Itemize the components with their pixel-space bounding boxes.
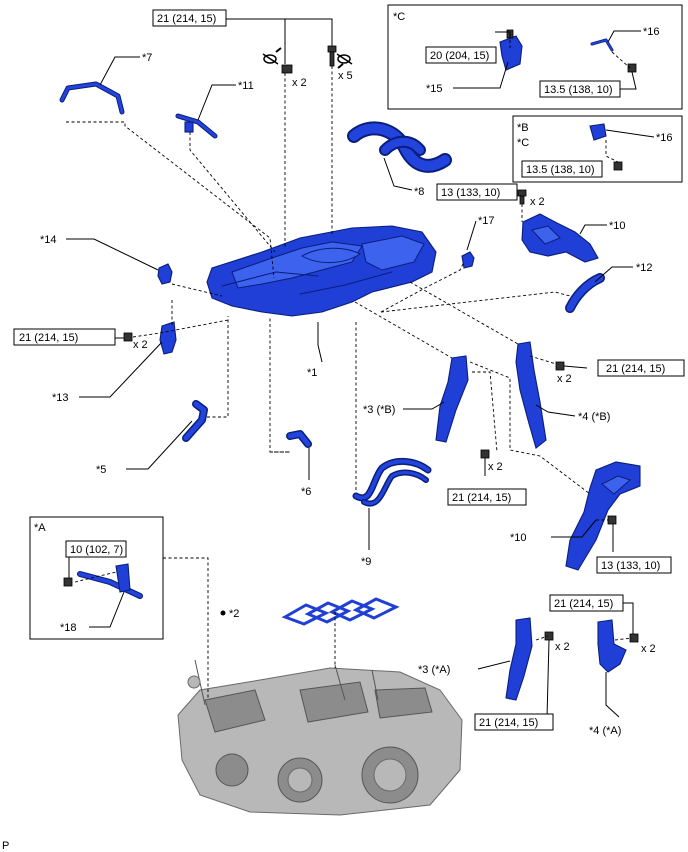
one-time-use-dot [220,610,226,616]
bracket-part-4a [597,619,627,673]
callout-3b: *3 (*B) [363,404,395,416]
inset-a-frame [29,516,164,640]
bolt-icon [607,515,617,525]
inset-b-label: *B [517,122,529,134]
torque-spec-10-upper: 13 (133, 10) [441,187,500,199]
quantity-3a: x 2 [555,641,570,653]
bolt-icon [327,45,337,67]
part-10-upper [521,213,599,263]
bolt-icon [613,161,623,171]
callout-1: *1 [307,367,317,379]
callout-10-lower: *10 [510,532,527,544]
torque-spec-3a: 21 (214, 15) [479,717,538,729]
part-17 [461,251,475,269]
air-duct-part-8 [347,121,452,173]
torque-spec-15: 20 (204, 15) [430,50,489,62]
gasket-part [281,597,400,626]
bracket-part-3a [505,617,533,701]
torque-spec-3b: 21 (214, 15) [452,492,511,504]
torque-wrench-icon [262,47,282,65]
callout-5: *5 [96,464,106,476]
quantity-10-upper: x 2 [530,196,545,208]
quantity-13: x 2 [133,339,148,351]
inset-c-frame [387,4,683,110]
bolt-icon [555,361,565,371]
hose-part-12 [565,273,605,313]
callout-17: *17 [478,215,495,227]
torque-wrench-icon [336,53,353,69]
bolt-icon [629,633,639,643]
callout-9: *9 [361,556,371,568]
quantity-top-right: x 5 [338,70,353,82]
callout-16-b: *16 [656,132,673,144]
figure-code: P [2,840,9,852]
engine-block [177,659,463,816]
callout-3a: *3 (*A) [418,664,450,676]
callout-6: *6 [301,486,311,498]
hose-part-11 [175,113,218,139]
callout-2: *2 [229,608,239,620]
bracket-part-3b [435,355,469,443]
callout-15: *15 [426,83,443,95]
bracket-part-15 [499,35,523,71]
quantity-4a: x 2 [641,643,656,655]
bolt-icon [517,189,527,205]
callout-8: *8 [414,186,424,198]
torque-spec-16-c: 13.5 (138, 10) [544,84,613,96]
bracket-part-4b [515,341,547,449]
torque-spec-16-b: 13.5 (138, 10) [526,164,595,176]
part-16-inset-b [589,123,607,141]
callout-16-c: *16 [643,26,660,38]
bolt-icon [123,332,133,342]
torque-spec-4a: 21 (214, 15) [554,598,613,610]
torque-spec-4b: 21 (214, 15) [606,363,665,375]
bolt-icon [281,64,293,74]
callout-14: *14 [40,234,57,246]
pipe-part-7 [59,81,125,115]
inset-bc-frame [512,115,683,183]
bracket-part-13 [159,321,177,355]
bolt-icon [63,577,73,587]
quantity-4b: x 2 [557,373,572,385]
bolt-icon [480,449,490,459]
callout-12: *12 [636,262,653,274]
torque-spec-13: 21 (214, 15) [19,332,78,344]
callout-11: *11 [238,80,254,92]
part-16-inset-c [590,38,614,52]
callout-18: *18 [60,622,77,634]
inset-c-label: *C [393,11,405,23]
intake-manifold-part [206,225,437,317]
hose-part-5 [182,400,208,442]
quantity-top-left: x 2 [292,77,307,89]
inset-bc-label: *C [517,137,529,149]
torque-spec-10-lower: 13 (133, 10) [601,560,660,572]
torque-spec-top: 21 (214, 15) [157,13,216,25]
callout-4b: *4 (*B) [578,411,610,423]
torque-spec-18: 10 (102, 7) [70,544,123,556]
pipe-part-18 [77,563,143,599]
callout-7: *7 [142,52,152,64]
inset-a-label: *A [34,522,46,534]
pipe-part-9 [352,458,432,507]
sensor-part-14 [157,263,173,285]
part-10-lower [565,461,641,571]
callout-4a: *4 (*A) [589,725,621,737]
bolt-icon [627,63,637,73]
callout-10-upper: *10 [609,220,626,232]
bolt-icon [544,631,554,641]
hose-part-6 [286,430,312,448]
callout-13: *13 [52,392,69,404]
quantity-3b: x 2 [488,461,503,473]
